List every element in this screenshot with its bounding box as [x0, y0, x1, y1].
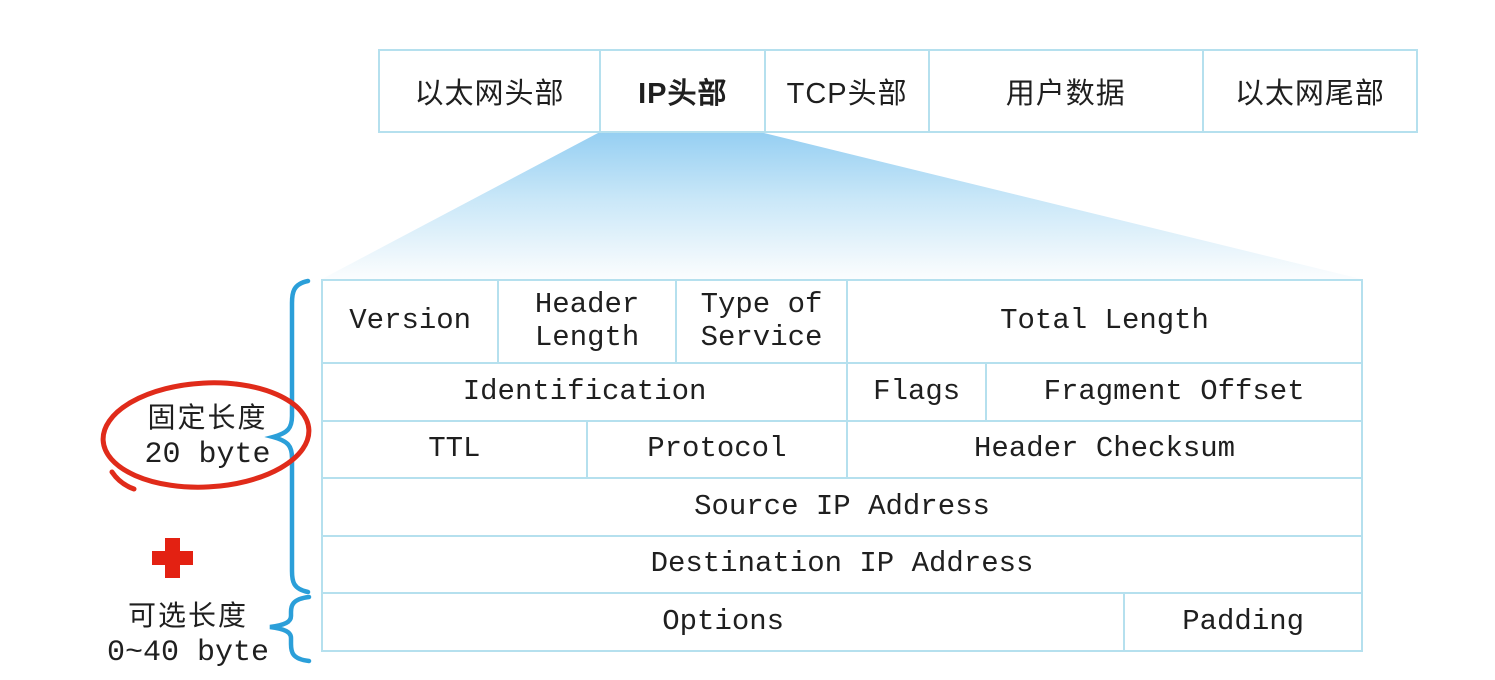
frame-cell-user-data: 用户数据 [927, 51, 1202, 131]
curly-brace-optional-icon [269, 594, 312, 664]
frame-cell-ethernet-trailer: 以太网尾部 [1201, 51, 1416, 131]
curly-brace-fixed-icon [264, 278, 311, 595]
table-row: Version Header Length Type of Service To… [323, 281, 1361, 362]
table-row: Destination IP Address [323, 534, 1361, 593]
frame-cell-ip-header: IP头部 [599, 51, 764, 131]
fixed-length-label: 固定长度 [147, 402, 268, 433]
field-flags: Flags [846, 364, 985, 420]
red-plus-icon [152, 538, 193, 578]
field-source-ip: Source IP Address [694, 489, 990, 523]
optional-length-label: 可选长度 [127, 600, 248, 631]
field-options: Options [662, 604, 785, 638]
optional-length-bytes: 0~40 byte [106, 636, 270, 670]
field-ttl: TTL [428, 432, 481, 466]
fixed-length-bytes: 20 byte [144, 438, 271, 472]
fixed-length-annotation: 固定长度 20 byte [115, 399, 300, 473]
ethernet-frame-strip: 以太网头部 IP头部 TCP头部 用户数据 以太网尾部 [378, 49, 1418, 133]
field-version: Version [349, 304, 472, 338]
ip-header-table: Version Header Length Type of Service To… [321, 279, 1363, 652]
field-protocol: Protocol [585, 421, 847, 478]
table-row: TTL Protocol Header Checksum [323, 419, 1361, 478]
frame-cell-ethernet-header: 以太网头部 [414, 78, 565, 110]
field-identification: Identification [462, 374, 707, 408]
table-row: Options Padding [323, 592, 1361, 650]
field-destination-ip: Destination IP Address [650, 547, 1034, 581]
red-circle-tail [109, 469, 137, 492]
field-type-of-service: Type of Service [674, 281, 846, 362]
optional-length-annotation: 可选长度 0~40 byte [88, 597, 288, 671]
field-total-length: Total Length [846, 281, 1361, 362]
field-fragment-offset: Fragment Offset [985, 364, 1361, 420]
field-padding: Padding [1123, 594, 1361, 650]
field-header-checksum: Header Checksum [846, 421, 1361, 478]
zoom-funnel-shape [322, 133, 1361, 279]
frame-cell-tcp-header: TCP头部 [764, 51, 927, 131]
field-header-length: Header Length [497, 281, 674, 362]
table-row: Identification Flags Fragment Offset [323, 362, 1361, 420]
table-row: Source IP Address [323, 477, 1361, 535]
red-circle-annotation [100, 380, 312, 490]
